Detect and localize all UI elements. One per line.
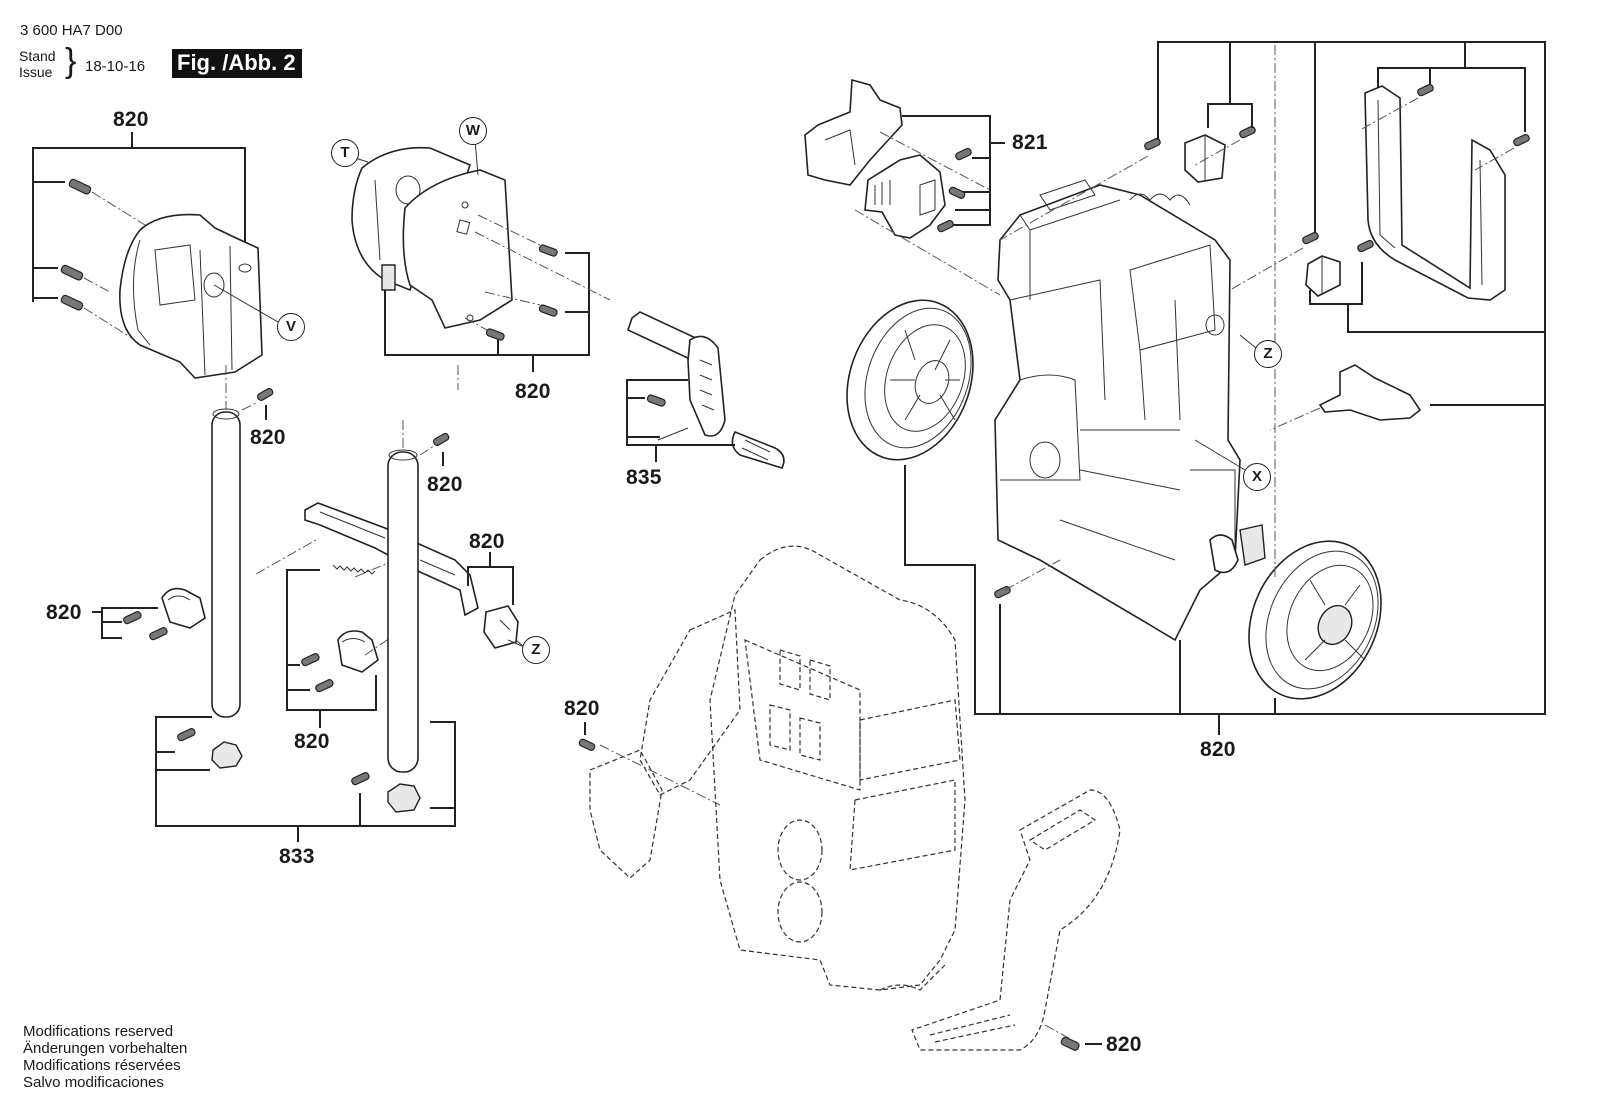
- tube-feet-bracket: [155, 716, 456, 842]
- left-clip-bracket: [92, 587, 206, 641]
- part-number-handle-group: 835: [626, 466, 662, 489]
- stand-issue-label: Stand Issue: [19, 48, 56, 80]
- reference-leader-lines: [507, 334, 1257, 647]
- document-code: 3 600 HA7 D00: [20, 22, 123, 39]
- right-tube: [387, 420, 450, 773]
- frame-bracket-bottom: [904, 45, 1546, 735]
- side-clip: [1229, 231, 1374, 297]
- notice-line-de: Änderungen vorbehalten: [23, 1040, 188, 1057]
- part-number-ghost-base-screw: 820: [1106, 1033, 1142, 1056]
- switch-unit: [864, 154, 946, 239]
- switch-bracket: [854, 115, 1005, 296]
- part-number-right-tube-screw: 820: [427, 473, 463, 496]
- middle-clip-bracket: [286, 569, 403, 728]
- part-number-latch-button-group: 820: [469, 530, 505, 553]
- modifications-notice: Modifications reserved Änderungen vorbeh…: [23, 1023, 187, 1091]
- notice-line-es: Salvo modificaciones: [23, 1074, 164, 1091]
- handle-bracket: [626, 379, 735, 462]
- left-motor-cover: [119, 213, 279, 379]
- part-number-left-clip-group: 820: [46, 601, 82, 624]
- stand-label: Stand: [19, 48, 56, 64]
- figure-label: Fig. /Abb. 2: [172, 49, 302, 78]
- left-wheel: [846, 299, 974, 461]
- base-clip: [1269, 364, 1422, 431]
- issue-date: 18-10-16: [85, 58, 146, 75]
- ghost-housing: [578, 545, 966, 991]
- notice-line-en: Modifications reserved: [23, 1023, 174, 1040]
- issue-label: Issue: [19, 64, 53, 80]
- notice-line-fr: Modifications réservées: [23, 1057, 181, 1074]
- part-number-left-cover-group: 820: [113, 108, 149, 131]
- part-number-frame-group: 820: [1200, 738, 1236, 761]
- reference-marker-w: W: [459, 117, 487, 145]
- reference-marker-x-frame: X: [1243, 463, 1271, 491]
- ghost-base: [879, 789, 1121, 1051]
- spring: [332, 559, 396, 578]
- handle-assembly: [627, 311, 785, 469]
- reference-marker-z-frame: Z: [1254, 340, 1282, 368]
- left-cover-screws: [60, 178, 146, 341]
- latch-button-bracket: [467, 552, 526, 649]
- right-wheel: [1248, 540, 1382, 700]
- left-cover-bracket: [32, 132, 246, 302]
- part-number-ghost-housing-screw: 820: [564, 697, 600, 720]
- brace-glyph: }: [65, 42, 77, 80]
- reference-marker-z-latch: Z: [522, 636, 550, 664]
- front-cover-bracket: [384, 214, 611, 390]
- reference-marker-v: V: [277, 313, 305, 341]
- main-frame: [994, 179, 1266, 642]
- part-number-switch-group: 821: [1012, 131, 1048, 154]
- front-cover-assembly: [351, 139, 513, 329]
- handle-frame: [1359, 83, 1530, 301]
- part-number-tube-feet-group: 833: [279, 845, 315, 868]
- left-tube: [211, 365, 317, 718]
- switch-housing: [804, 78, 903, 186]
- part-number-middle-clip-group: 820: [294, 730, 330, 753]
- frame-bracket-top: [1157, 41, 1546, 406]
- reference-marker-t: T: [331, 139, 359, 167]
- part-number-front-cover-group: 820: [515, 380, 551, 403]
- top-clip: [999, 125, 1256, 241]
- part-number-left-tube-screw: 820: [250, 426, 286, 449]
